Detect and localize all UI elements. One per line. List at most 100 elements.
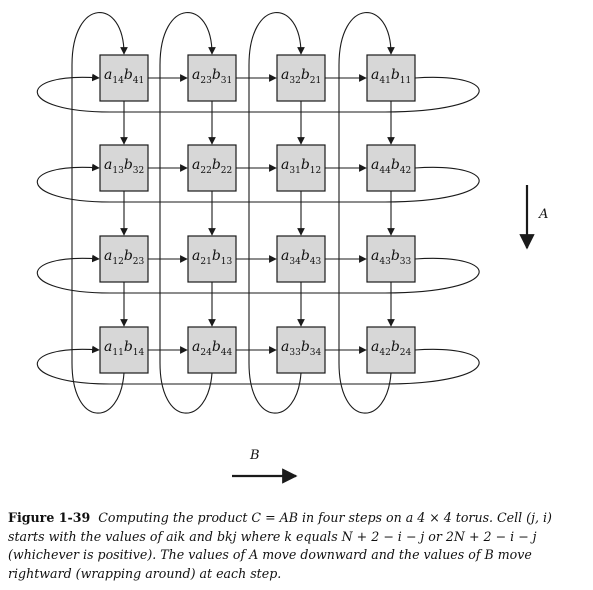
cell-label: a34b43 [281, 248, 322, 267]
cell-letter: b [301, 339, 310, 355]
cell-label: a21b13 [192, 248, 233, 267]
cell-subscript: 34 [310, 348, 322, 358]
cell-box [276, 54, 326, 102]
cell-letter: a [192, 339, 200, 355]
column-wrap-loop [71, 12, 128, 414]
cell-letter: a [281, 157, 289, 173]
cell-box [366, 326, 416, 374]
cell-subscript: 12 [310, 166, 321, 176]
cell-label: a22b22 [192, 157, 232, 176]
cell-box [276, 326, 326, 374]
a-direction-label: A [538, 207, 548, 222]
cell-label: a32b21 [281, 67, 321, 86]
figure-label: Figure 1-39 [8, 510, 91, 525]
cell-subscript: 34 [289, 257, 301, 267]
processor-cell: a34b43 [276, 235, 326, 283]
cell-subscript: 24 [400, 348, 412, 358]
cell-letter: b [391, 248, 400, 264]
cell-subscript: 21 [310, 76, 321, 86]
cell-letter: b [212, 248, 221, 264]
cell-letter: b [212, 67, 221, 83]
cell-label: a44b42 [371, 157, 411, 176]
cell-letter: a [192, 248, 200, 264]
cell-box [187, 54, 237, 102]
cell-subscript: 22 [200, 166, 211, 176]
cell-subscript: 21 [200, 257, 211, 267]
cell-label: a12b23 [104, 248, 145, 267]
cell-subscript: 11 [400, 76, 411, 86]
cell-subscript: 43 [310, 257, 322, 267]
cell-subscript: 44 [221, 348, 233, 358]
cell-letter: a [281, 339, 289, 355]
cell-letter: b [124, 157, 133, 173]
processor-cell: a12b23 [99, 235, 149, 283]
cell-letter: a [192, 67, 200, 83]
cell-letter: a [281, 67, 289, 83]
b-direction-label: B [249, 448, 260, 463]
cell-subscript: 44 [379, 166, 391, 176]
cell-label: a41b11 [371, 67, 411, 86]
cell-box [366, 235, 416, 283]
processor-cell: a22b22 [187, 144, 237, 192]
cell-letter: a [192, 157, 200, 173]
cell-label: a42b24 [371, 339, 412, 358]
cell-letter: a [104, 339, 112, 355]
cell-subscript: 14 [133, 348, 145, 358]
cell-box [276, 144, 326, 192]
cell-letter: b [391, 67, 400, 83]
cell-subscript: 14 [112, 76, 124, 86]
cell-box [99, 235, 149, 283]
cell-subscript: 33 [289, 348, 301, 358]
cell-box [366, 54, 416, 102]
processor-cell: a44b42 [366, 144, 416, 192]
cell-subscript: 32 [133, 166, 144, 176]
cell-subscript: 43 [379, 257, 391, 267]
cell-letter: a [371, 339, 379, 355]
column-wrap-loop [338, 12, 395, 414]
row-wrap-loop [36, 345, 480, 385]
cell-label: a24b44 [192, 339, 233, 358]
connection-wires [36, 12, 480, 414]
row-wrap-loop [36, 163, 480, 203]
cell-letter: a [371, 248, 379, 264]
processor-cell: a21b13 [187, 235, 237, 283]
processor-cell: a43b33 [366, 235, 416, 283]
cell-box [187, 326, 237, 374]
cell-box [187, 235, 237, 283]
processor-cell: a41b11 [366, 54, 416, 102]
processor-cell: a32b21 [276, 54, 326, 102]
cell-subscript: 13 [112, 166, 124, 176]
cell-letter: a [281, 248, 289, 264]
cell-letter: b [212, 339, 221, 355]
cell-letter: b [301, 157, 310, 173]
cell-box [187, 144, 237, 192]
cell-letter: a [371, 67, 379, 83]
row-wrap-loop [36, 254, 480, 294]
cell-box [99, 54, 149, 102]
cell-letter: a [104, 67, 112, 83]
cell-subscript: 42 [400, 166, 411, 176]
cell-subscript: 23 [200, 76, 212, 86]
cell-subscript: 23 [133, 257, 145, 267]
cell-letter: a [104, 157, 112, 173]
processor-cell: a23b31 [187, 54, 237, 102]
cell-label: a14b41 [104, 67, 144, 86]
cell-letter: a [371, 157, 379, 173]
cell-subscript: 41 [133, 76, 144, 86]
processor-cell: a42b24 [366, 326, 416, 374]
cell-box [99, 326, 149, 374]
cell-letter: b [391, 157, 400, 173]
cell-label: a33b34 [281, 339, 322, 358]
cell-subscript: 33 [400, 257, 412, 267]
processor-cell: a31b12 [276, 144, 326, 192]
cell-letter: a [104, 248, 112, 264]
cell-subscript: 32 [289, 76, 300, 86]
processor-cell: a24b44 [187, 326, 237, 374]
cell-letter: b [124, 67, 133, 83]
cell-label: a13b32 [104, 157, 144, 176]
cell-label: a23b31 [192, 67, 232, 86]
cell-subscript: 22 [221, 166, 232, 176]
column-wrap-loop [248, 12, 305, 414]
